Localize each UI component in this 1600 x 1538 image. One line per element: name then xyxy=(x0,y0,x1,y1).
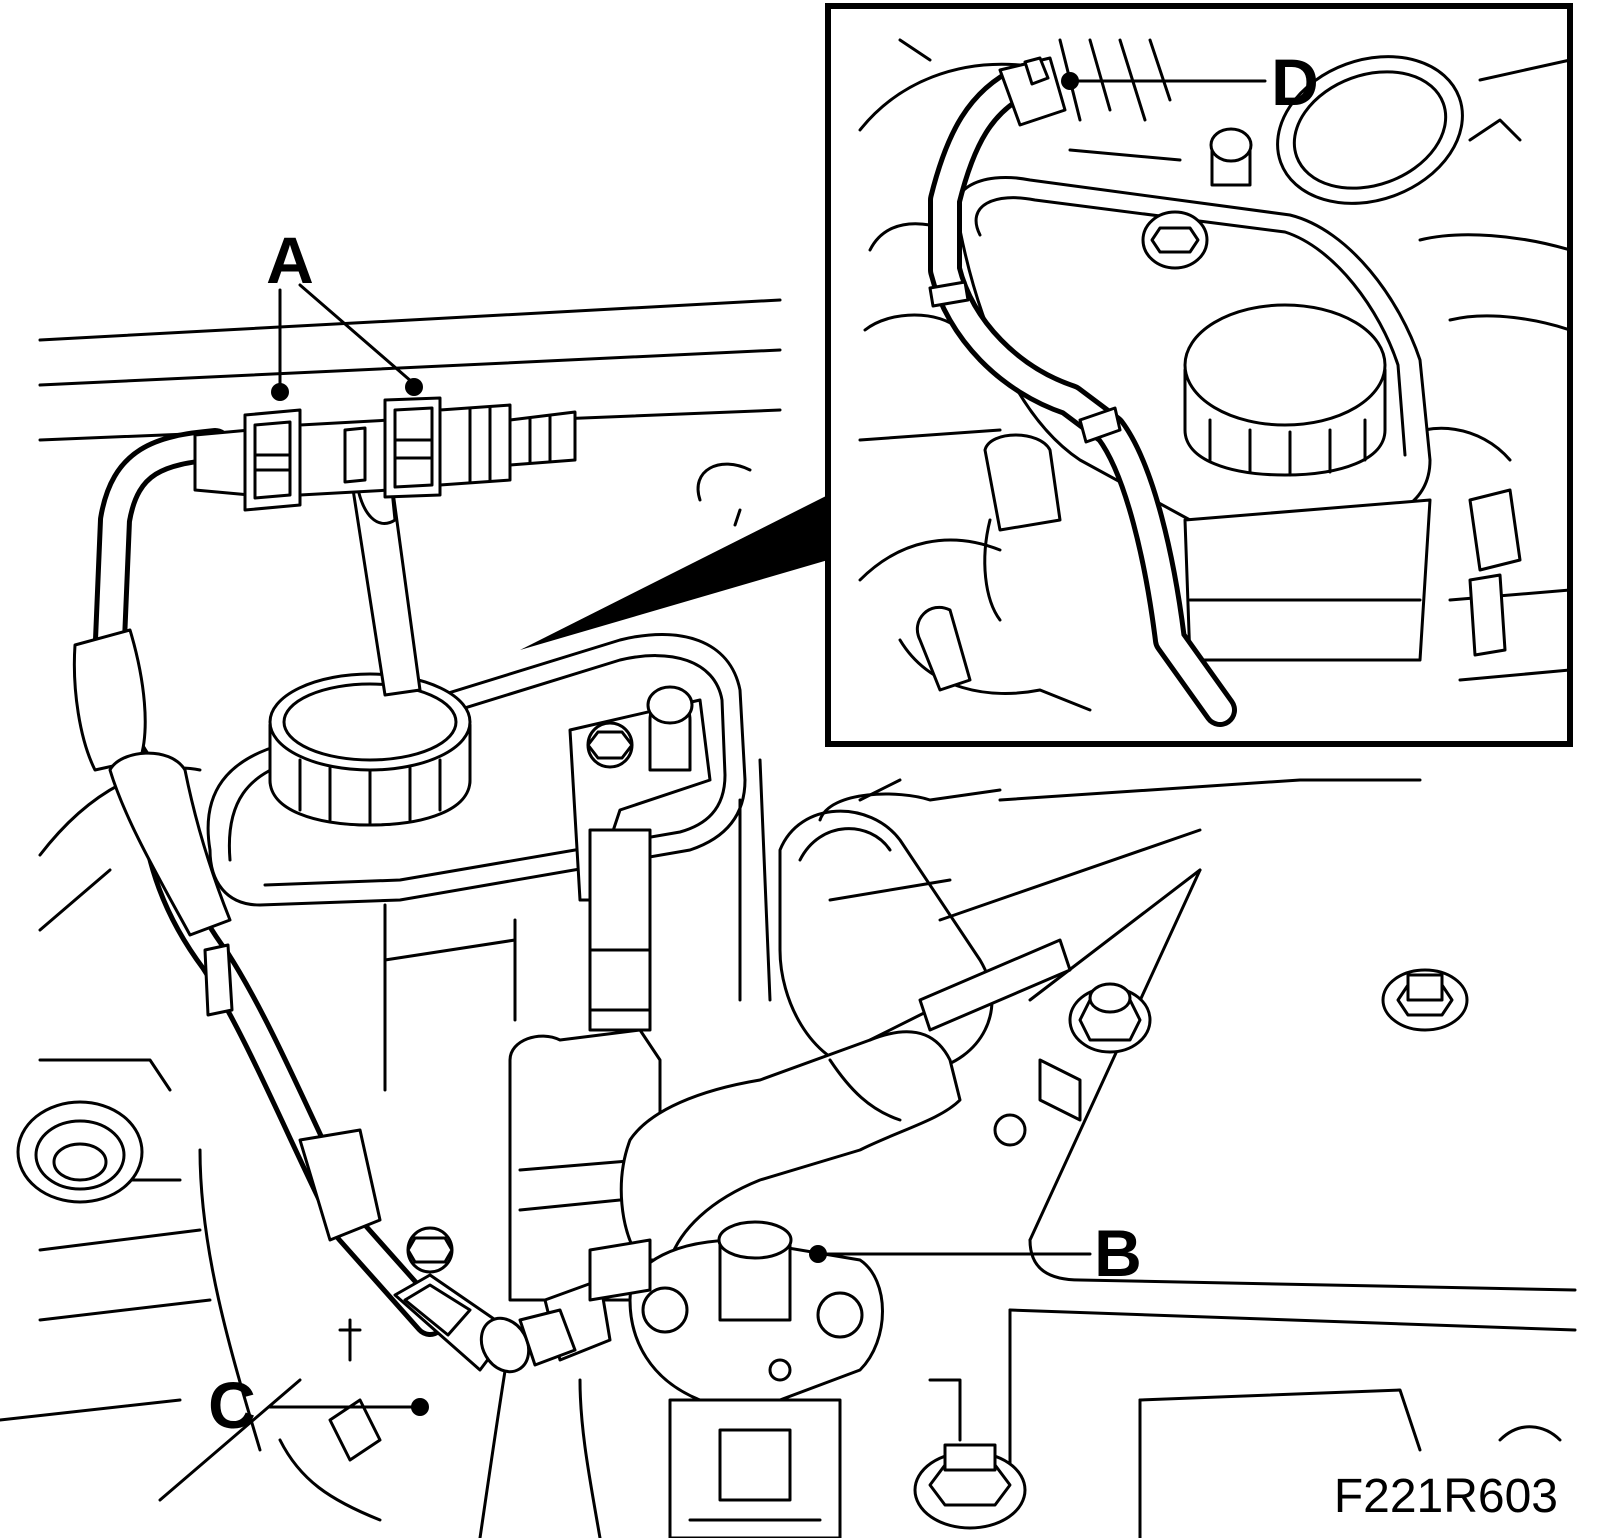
pressure-sensor xyxy=(628,1220,884,1538)
grommet-left xyxy=(16,1100,144,1204)
inset-detail xyxy=(825,3,1573,747)
intake-duct xyxy=(738,758,1002,1072)
label-c: C xyxy=(208,1368,256,1442)
label-a: A xyxy=(266,223,314,297)
leader-lines xyxy=(268,72,1267,1416)
tee-drop-tube xyxy=(348,468,422,697)
label-d: D xyxy=(1271,45,1319,119)
bolt-lower xyxy=(913,1378,1027,1530)
bolt-center xyxy=(993,982,1152,1147)
valve-cover-bolt-right xyxy=(1381,968,1469,1032)
valve-cover xyxy=(938,778,1577,1538)
vertical-pipe xyxy=(588,828,652,1032)
inset-callout-wedge xyxy=(520,495,828,650)
clamp-fitting xyxy=(278,1226,652,1538)
label-b: B xyxy=(1094,1216,1142,1290)
connector-assembly-a xyxy=(193,396,577,512)
figure-id: F221R603 xyxy=(1334,1470,1558,1523)
reservoir-hose xyxy=(72,428,447,1337)
connector-c xyxy=(393,1273,577,1374)
reservoir-cap xyxy=(268,672,472,827)
